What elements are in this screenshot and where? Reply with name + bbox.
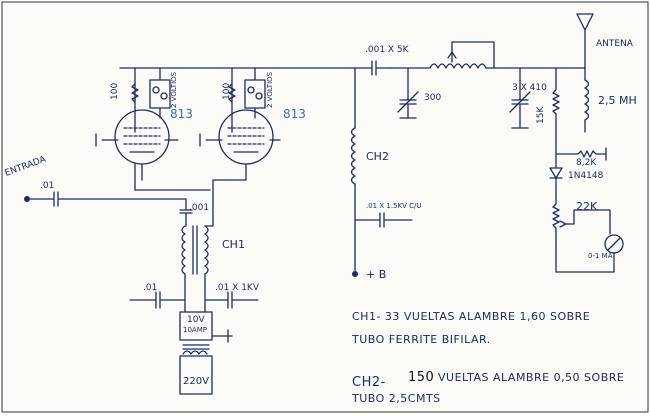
cap-001-label: .001 xyxy=(189,203,209,213)
pot-wiper xyxy=(559,220,567,228)
bplus-terminal xyxy=(352,271,358,277)
choke-25mh-label: 2,5 MH xyxy=(598,94,637,107)
cap-01-left-label: .01 xyxy=(143,283,157,293)
variable-cap-300 xyxy=(397,67,419,119)
note-ch1-line2: TUBO FERRITE BIFILAR. xyxy=(351,333,491,346)
pot-22k-label: 22K xyxy=(576,200,598,213)
tube2-resistor-label: 100 xyxy=(222,83,232,100)
tube2-voltage-label: 2 VOLTIOS xyxy=(266,71,274,108)
note-ch1-line1: CH1- 33 VUELTAS ALAMBRE 1,60 SOBRE xyxy=(352,310,590,323)
ch1-label: CH1 xyxy=(222,238,245,251)
meter-label: 0-1 MA xyxy=(588,252,613,260)
bypass-cap-15kv xyxy=(354,212,413,228)
tube2-top-network xyxy=(228,67,266,133)
diode-label: 1N4148 xyxy=(568,171,604,181)
ch2-choke xyxy=(350,127,356,185)
res-82k-label: 8,2K xyxy=(576,158,597,168)
note-ch2-line1: VUELTAS ALAMBRE 0,50 SOBRE xyxy=(438,371,624,384)
bplus-label: + B xyxy=(366,268,386,281)
note-ch2-line2: TUBO 2,5CMTS xyxy=(351,392,441,405)
resistor-15k xyxy=(552,67,560,155)
note-ch2-prefix: CH2- xyxy=(352,375,386,390)
input-cap-label: .01 xyxy=(40,181,54,191)
res-15k-label: 15K xyxy=(536,106,546,124)
cap-001 xyxy=(179,198,193,227)
rf-choke-25mh xyxy=(584,67,590,133)
note-ch2-turns: 150 xyxy=(408,370,434,385)
variable-cap-3x410 xyxy=(509,67,531,129)
secondary-current-label: 10AMP xyxy=(183,326,207,334)
cap-top-label: .001 X 5K xyxy=(365,45,410,55)
secondary-voltage-label: 10V xyxy=(187,315,205,325)
filament-transformer xyxy=(179,299,233,395)
mains-voltage-label: 220V xyxy=(183,376,209,387)
input-coupling-wire xyxy=(26,191,187,207)
ch2-label: CH2 xyxy=(366,150,389,163)
diode-1n4148 xyxy=(549,153,563,197)
tube1-top-network xyxy=(131,67,171,133)
tube1-voltage-label: 2 VOLTIOS xyxy=(170,71,178,108)
var-cap-300-label: 300 xyxy=(424,93,441,103)
coupling-cap-top xyxy=(371,60,392,76)
tank-coil xyxy=(429,41,495,69)
tube1-resistor-label: 100 xyxy=(110,83,120,100)
resistor-82k xyxy=(555,147,607,161)
antenna-label: ANTENA xyxy=(596,39,634,49)
antenna-symbol xyxy=(576,13,594,69)
ch1-choke xyxy=(181,195,214,275)
var-cap-3x410-label: 3 X 410 xyxy=(512,83,547,93)
tube1-type-label: 813 xyxy=(170,107,193,121)
cap-15kv-label: .01 X 1.5KV C/U xyxy=(366,202,421,210)
cap-01-right-label: .01 X 1KV xyxy=(215,283,260,293)
tube2-type-label: 813 xyxy=(283,107,306,121)
potentiometer-22k xyxy=(552,195,611,247)
cathode-wires xyxy=(134,163,247,197)
milliammeter xyxy=(555,234,624,273)
